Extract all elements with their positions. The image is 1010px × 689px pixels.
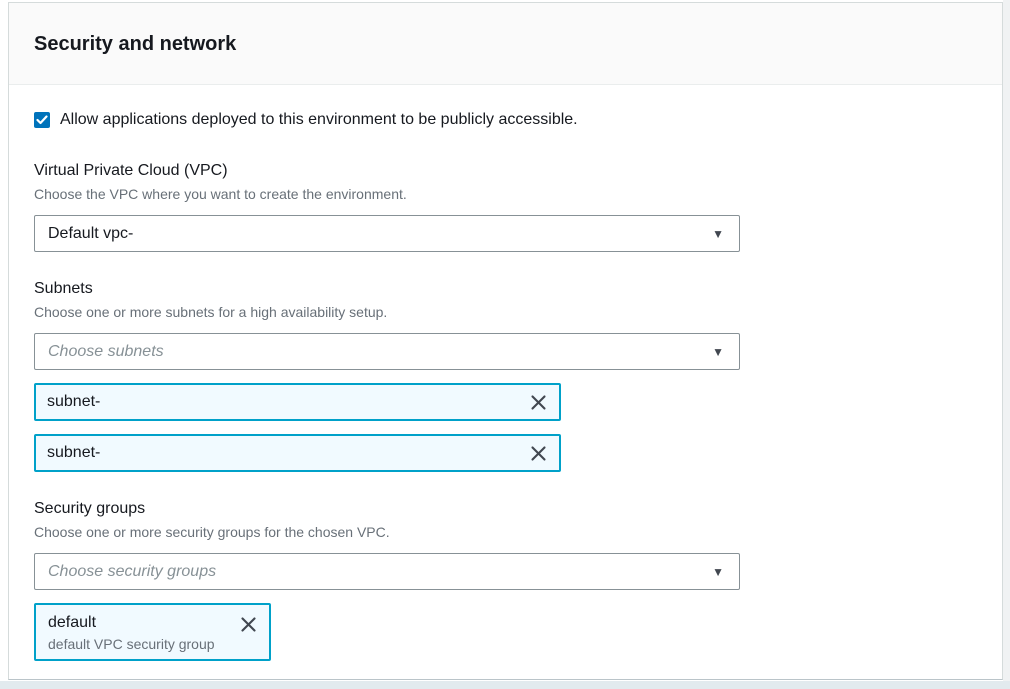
security-groups-field: Security groups Choose one or more secur… xyxy=(34,499,977,661)
x-dismiss-icon xyxy=(531,394,546,410)
vpc-field: Virtual Private Cloud (VPC) Choose the V… xyxy=(34,161,977,252)
public-access-checkbox[interactable] xyxy=(34,112,50,128)
caret-down-icon: ▼ xyxy=(712,344,724,359)
security-groups-description: Choose one or more security groups for t… xyxy=(34,524,390,540)
security-group-token-description: default VPC security group xyxy=(48,636,215,652)
remove-security-group-button[interactable] xyxy=(238,614,259,635)
subnets-label: Subnets xyxy=(34,280,93,297)
subnet-token: subnet- xyxy=(34,434,561,472)
vpc-selected-value: Default vpc- xyxy=(48,224,134,242)
vpc-label: Virtual Private Cloud (VPC) xyxy=(34,162,228,179)
security-groups-select[interactable]: Choose security groups ▼ xyxy=(34,553,740,590)
x-dismiss-icon xyxy=(241,617,256,632)
security-group-token: default default VPC security group xyxy=(34,603,271,661)
security-network-panel: Security and network Allow applications … xyxy=(8,2,1003,680)
panel-body: Allow applications deployed to this envi… xyxy=(9,85,1002,679)
subnets-select[interactable]: Choose subnets ▼ xyxy=(34,333,740,370)
vpc-description: Choose the VPC where you want to create … xyxy=(34,186,407,202)
security-groups-label: Security groups xyxy=(34,500,146,517)
public-access-checkbox-row[interactable]: Allow applications deployed to this envi… xyxy=(34,109,977,131)
subnet-token: subnet- xyxy=(34,383,561,421)
subnets-placeholder: Choose subnets xyxy=(48,342,164,360)
x-dismiss-icon xyxy=(531,445,546,461)
caret-down-icon: ▼ xyxy=(712,226,724,241)
subnets-field: Subnets Choose one or more subnets for a… xyxy=(34,279,977,472)
vpc-select[interactable]: Default vpc- ▼ xyxy=(34,215,740,252)
caret-down-icon: ▼ xyxy=(712,564,724,579)
panel-title: Security and network xyxy=(34,33,237,55)
subnets-description: Choose one or more subnets for a high av… xyxy=(34,304,388,320)
remove-subnet-button[interactable] xyxy=(528,392,549,413)
subnet-token-label: subnet- xyxy=(47,444,101,461)
security-groups-placeholder: Choose security groups xyxy=(48,562,217,580)
remove-subnet-button[interactable] xyxy=(528,443,549,464)
checkmark-icon xyxy=(36,115,48,125)
page-background-bottom xyxy=(0,681,1010,689)
security-group-token-label: default xyxy=(48,614,97,631)
subnet-token-label: subnet- xyxy=(47,393,101,410)
page-background-right xyxy=(1003,0,1010,689)
public-access-label[interactable]: Allow applications deployed to this envi… xyxy=(60,111,578,128)
panel-header: Security and network xyxy=(9,3,1002,85)
